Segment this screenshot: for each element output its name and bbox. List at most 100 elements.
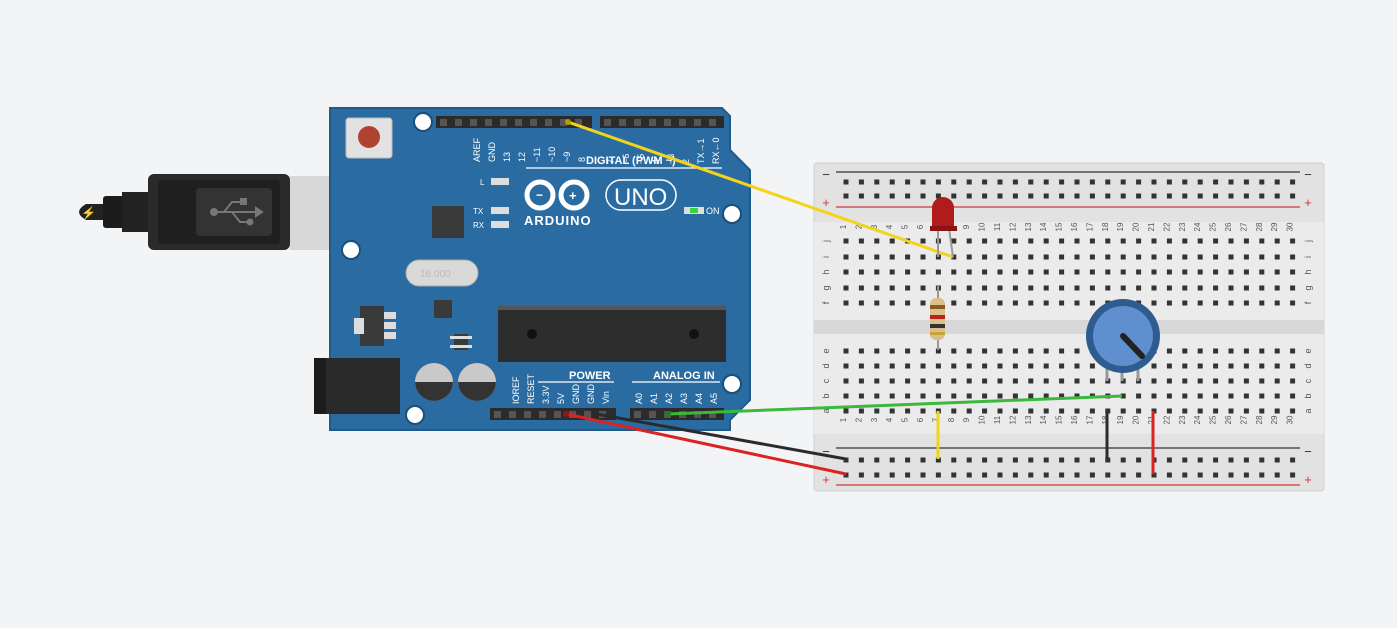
breadboard-hole[interactable]	[1228, 269, 1234, 275]
breadboard-hole[interactable]	[951, 254, 957, 260]
breadboard-hole[interactable]	[874, 269, 880, 275]
rail-hole[interactable]	[1120, 193, 1126, 199]
breadboard-hole[interactable]	[966, 408, 972, 414]
rail-hole[interactable]	[1089, 179, 1095, 185]
rail-hole[interactable]	[843, 179, 849, 185]
rail-hole[interactable]	[905, 472, 911, 478]
breadboard-hole[interactable]	[905, 408, 911, 414]
wire-red-5v[interactable]	[563, 411, 847, 476]
breadboard-hole[interactable]	[1259, 238, 1265, 244]
breadboard-hole[interactable]	[1197, 363, 1203, 369]
breadboard-hole[interactable]	[889, 238, 895, 244]
breadboard-hole[interactable]	[1059, 363, 1065, 369]
breadboard-hole[interactable]	[1290, 300, 1296, 306]
breadboard-hole[interactable]	[1151, 238, 1157, 244]
rail-hole[interactable]	[1213, 457, 1219, 463]
breadboard-hole[interactable]	[1074, 348, 1080, 354]
rail-hole[interactable]	[1243, 472, 1249, 478]
breadboard-hole[interactable]	[1151, 363, 1157, 369]
breadboard-hole[interactable]	[1228, 238, 1234, 244]
rail-hole[interactable]	[1197, 193, 1203, 199]
breadboard-hole[interactable]	[1213, 348, 1219, 354]
rail-hole[interactable]	[1105, 457, 1111, 463]
breadboard-hole[interactable]	[1166, 238, 1172, 244]
rail-hole[interactable]	[1105, 472, 1111, 478]
rail-hole[interactable]	[858, 179, 864, 185]
breadboard-hole[interactable]	[1043, 269, 1049, 275]
breadboard-hole[interactable]	[905, 285, 911, 291]
rail-hole[interactable]	[1182, 472, 1188, 478]
header-pin[interactable]	[709, 411, 716, 418]
breadboard-hole[interactable]	[1074, 254, 1080, 260]
rail-hole[interactable]	[1089, 472, 1095, 478]
breadboard-hole[interactable]	[997, 393, 1003, 399]
rail-hole[interactable]	[874, 472, 880, 478]
rail-hole[interactable]	[1120, 457, 1126, 463]
rail-hole[interactable]	[889, 193, 895, 199]
rail-hole[interactable]	[1259, 457, 1265, 463]
breadboard-hole[interactable]	[951, 269, 957, 275]
breadboard-hole[interactable]	[1197, 378, 1203, 384]
header-pin[interactable]	[485, 119, 492, 126]
header-pin[interactable]	[440, 119, 447, 126]
header-pin[interactable]	[649, 119, 656, 126]
breadboard-hole[interactable]	[1043, 254, 1049, 260]
breadboard-hole[interactable]	[1197, 285, 1203, 291]
breadboard-hole[interactable]	[1089, 378, 1095, 384]
breadboard-hole[interactable]	[1059, 254, 1065, 260]
breadboard[interactable]: 1122334455667788991010111112121313141415…	[813, 162, 1325, 492]
rail-hole[interactable]	[1089, 193, 1095, 199]
breadboard-hole[interactable]	[982, 269, 988, 275]
rail-hole[interactable]	[997, 472, 1003, 478]
breadboard-hole[interactable]	[1166, 393, 1172, 399]
breadboard-hole[interactable]	[997, 408, 1003, 414]
rail-hole[interactable]	[1228, 472, 1234, 478]
rail-hole[interactable]	[889, 457, 895, 463]
rail-hole[interactable]	[1028, 457, 1034, 463]
breadboard-hole[interactable]	[1228, 348, 1234, 354]
breadboard-hole[interactable]	[874, 238, 880, 244]
breadboard-hole[interactable]	[997, 254, 1003, 260]
breadboard-hole[interactable]	[905, 300, 911, 306]
breadboard-hole[interactable]	[1059, 269, 1065, 275]
breadboard-hole[interactable]	[874, 348, 880, 354]
rail-hole[interactable]	[1043, 193, 1049, 199]
breadboard-hole[interactable]	[920, 269, 926, 275]
breadboard-hole[interactable]	[1259, 254, 1265, 260]
breadboard-hole[interactable]	[889, 348, 895, 354]
breadboard-hole[interactable]	[1074, 238, 1080, 244]
rail-hole[interactable]	[1059, 179, 1065, 185]
header-pin[interactable]	[679, 119, 686, 126]
breadboard-hole[interactable]	[858, 238, 864, 244]
rail-hole[interactable]	[1166, 179, 1172, 185]
breadboard-hole[interactable]	[951, 363, 957, 369]
breadboard-hole[interactable]	[889, 378, 895, 384]
rail-hole[interactable]	[1182, 457, 1188, 463]
breadboard-hole[interactable]	[1274, 269, 1280, 275]
breadboard-hole[interactable]	[1059, 238, 1065, 244]
breadboard-hole[interactable]	[1028, 238, 1034, 244]
breadboard-hole[interactable]	[905, 254, 911, 260]
breadboard-hole[interactable]	[1105, 254, 1111, 260]
rail-hole[interactable]	[935, 193, 941, 199]
breadboard-hole[interactable]	[1089, 254, 1095, 260]
breadboard-hole[interactable]	[997, 238, 1003, 244]
breadboard-hole[interactable]	[1228, 285, 1234, 291]
rail-hole[interactable]	[1151, 179, 1157, 185]
rail-hole[interactable]	[1120, 179, 1126, 185]
breadboard-hole[interactable]	[1012, 269, 1018, 275]
potentiometer[interactable]	[1086, 299, 1160, 381]
wire-black-gnd[interactable]	[595, 412, 847, 461]
breadboard-hole[interactable]	[1012, 408, 1018, 414]
header-pin[interactable]	[500, 119, 507, 126]
rail-hole[interactable]	[951, 179, 957, 185]
header-pin[interactable]	[530, 119, 537, 126]
rail-hole[interactable]	[1166, 457, 1172, 463]
breadboard-hole[interactable]	[1274, 238, 1280, 244]
rail-hole[interactable]	[982, 457, 988, 463]
breadboard-hole[interactable]	[1028, 348, 1034, 354]
breadboard-hole[interactable]	[1089, 363, 1095, 369]
breadboard-hole[interactable]	[935, 269, 941, 275]
breadboard-hole[interactable]	[1166, 254, 1172, 260]
header-pin[interactable]	[709, 119, 716, 126]
